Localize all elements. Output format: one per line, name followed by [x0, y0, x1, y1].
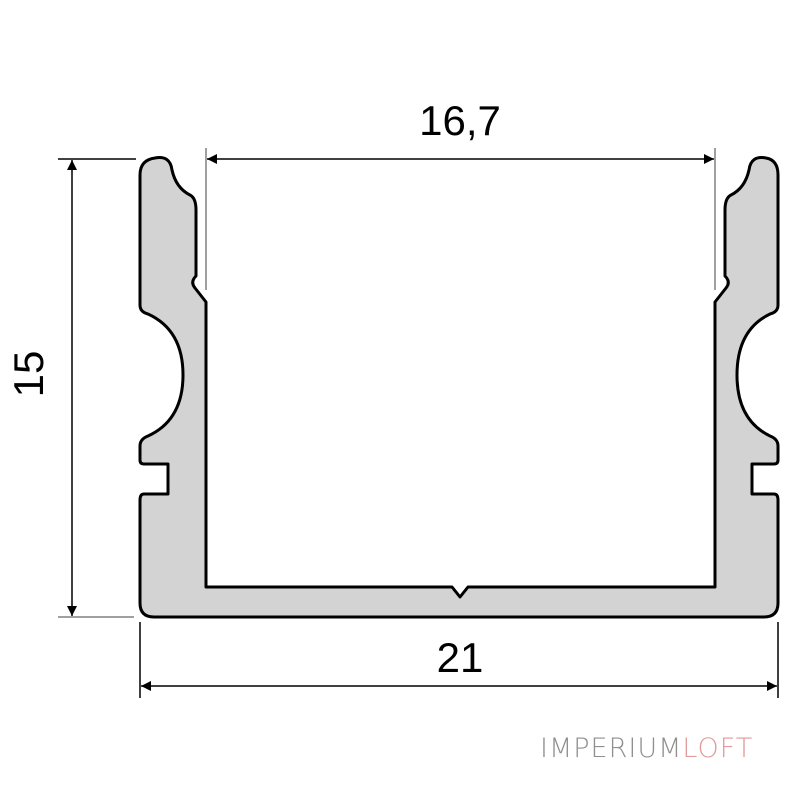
watermark-part2: LOFT [682, 733, 754, 764]
inner-width-label: 16,7 [419, 97, 501, 144]
watermark-part1: IMPERIUM [540, 733, 683, 764]
outer-width-label: 21 [437, 634, 484, 681]
profile-section [138, 156, 780, 619]
watermark-logo: IMPERIUMLOFT [540, 733, 753, 764]
height-label: 15 [5, 351, 52, 398]
